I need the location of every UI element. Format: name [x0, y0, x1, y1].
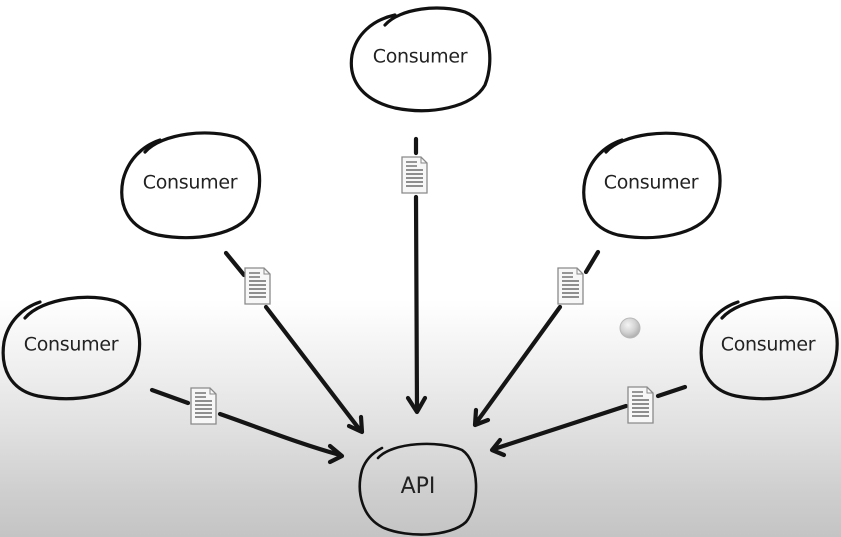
consumer-ring-lower-left: [1, 295, 142, 401]
edge-upper-right-to-api: [472, 249, 601, 428]
edge-line-segment: [223, 250, 247, 278]
pointer-dot-icon: [619, 317, 641, 339]
edge-line-segment: [149, 387, 191, 406]
edge-lower-left-to-api: [149, 387, 345, 465]
document-icon: [401, 156, 428, 194]
consumer-label-top: Consumer: [373, 46, 468, 68]
consumer-label-lower-left: Consumer: [24, 334, 119, 356]
arrowhead-icon: [405, 395, 428, 415]
arrowhead-icon: [346, 414, 365, 435]
api-ring: [358, 442, 478, 536]
consumer-label-upper-left: Consumer: [143, 172, 238, 194]
edge-upper-left-to-api: [223, 250, 365, 435]
document-icon: [627, 386, 654, 424]
edge-line-segment: [473, 304, 563, 426]
document-icon: [244, 267, 271, 305]
edge-line-segment: [491, 403, 629, 452]
document-icon: [557, 267, 584, 305]
consumer-label-lower-right: Consumer: [721, 334, 816, 356]
consumer-ring-upper-left: [120, 131, 262, 240]
consumer-node-lower-right: Consumer: [699, 295, 839, 401]
arrowhead-icon: [327, 443, 345, 465]
consumer-node-upper-left: Consumer: [120, 131, 262, 240]
consumer-node-top: Consumer: [349, 6, 492, 113]
edge-line-segment: [583, 249, 601, 275]
edge-line-segment: [413, 194, 420, 413]
edge-top-to-api: [401, 136, 428, 415]
edge-line-segment: [217, 411, 343, 458]
edge-line-segment: [655, 384, 688, 399]
api-label: API: [401, 474, 436, 499]
consumer-ring-upper-right: [582, 131, 722, 240]
edge-lower-right-to-api: [489, 384, 688, 458]
edge-line-segment: [263, 304, 363, 433]
consumer-label-upper-right: Consumer: [604, 172, 699, 194]
consumer-ring-top: [349, 6, 492, 113]
consumer-node-lower-left: Consumer: [1, 295, 142, 401]
consumer-node-upper-right: Consumer: [582, 131, 722, 240]
arrowhead-icon: [472, 407, 491, 428]
api-node: API: [358, 442, 478, 536]
document-icon: [190, 387, 217, 425]
consumer-ring-lower-right: [699, 295, 839, 401]
arrowhead-icon: [489, 437, 507, 458]
